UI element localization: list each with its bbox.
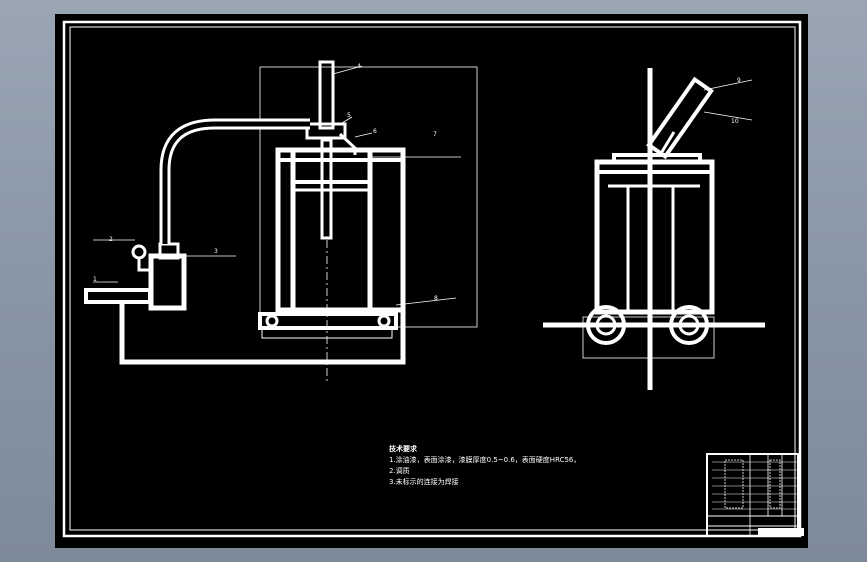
cylinder-head: [305, 122, 347, 140]
cylinder: [318, 60, 335, 130]
hydraulic-hose: [159, 118, 310, 244]
notes-item: 2.调质: [389, 467, 410, 475]
callout-label: 8: [434, 295, 438, 302]
side-callouts: 9 10: [731, 77, 741, 125]
front-callouts: 4 5 6 7 8 3 2 1: [93, 63, 438, 302]
inner-frame: [69, 26, 796, 531]
callout-label: 10: [731, 118, 739, 125]
callout-label: 9: [737, 77, 741, 84]
callout-label: 1: [93, 276, 97, 283]
callout-label: 3: [214, 248, 218, 255]
notes-title: 技术要求: [389, 445, 417, 453]
pressure-gauge: [131, 244, 147, 260]
title-block: [706, 453, 804, 537]
frame-body: [275, 147, 406, 313]
notes-item: 3.未标示的连接为焊接: [389, 478, 459, 486]
left-wheel: [586, 305, 626, 345]
callout-label: 7: [433, 131, 437, 138]
pump-body: [148, 253, 187, 311]
technical-requirements: 技术要求 1.涂油漆，表面涂漆，漆膜厚度0.5~0.6，表面硬度HRC56， 2…: [389, 444, 580, 488]
side-frame: [594, 159, 715, 315]
front-view: [84, 60, 478, 382]
callout-label: 4: [357, 63, 361, 70]
piston-rod: [320, 138, 333, 240]
return-pipe: [119, 300, 406, 365]
notes-item: 1.涂油漆，表面涂漆，漆膜厚度0.5~0.6，表面硬度HRC56，: [389, 456, 581, 464]
side-view: [543, 68, 765, 390]
callout-label: 5: [347, 112, 351, 119]
drawing-sheet: [55, 14, 808, 548]
callout-label: 2: [109, 236, 113, 243]
right-wheel: [669, 305, 709, 345]
outer-frame: [62, 20, 802, 538]
callout-label: 6: [373, 128, 377, 135]
tilted-cylinder: [646, 76, 714, 160]
inlet-pipe: [84, 288, 152, 304]
base-rail: [258, 312, 398, 330]
